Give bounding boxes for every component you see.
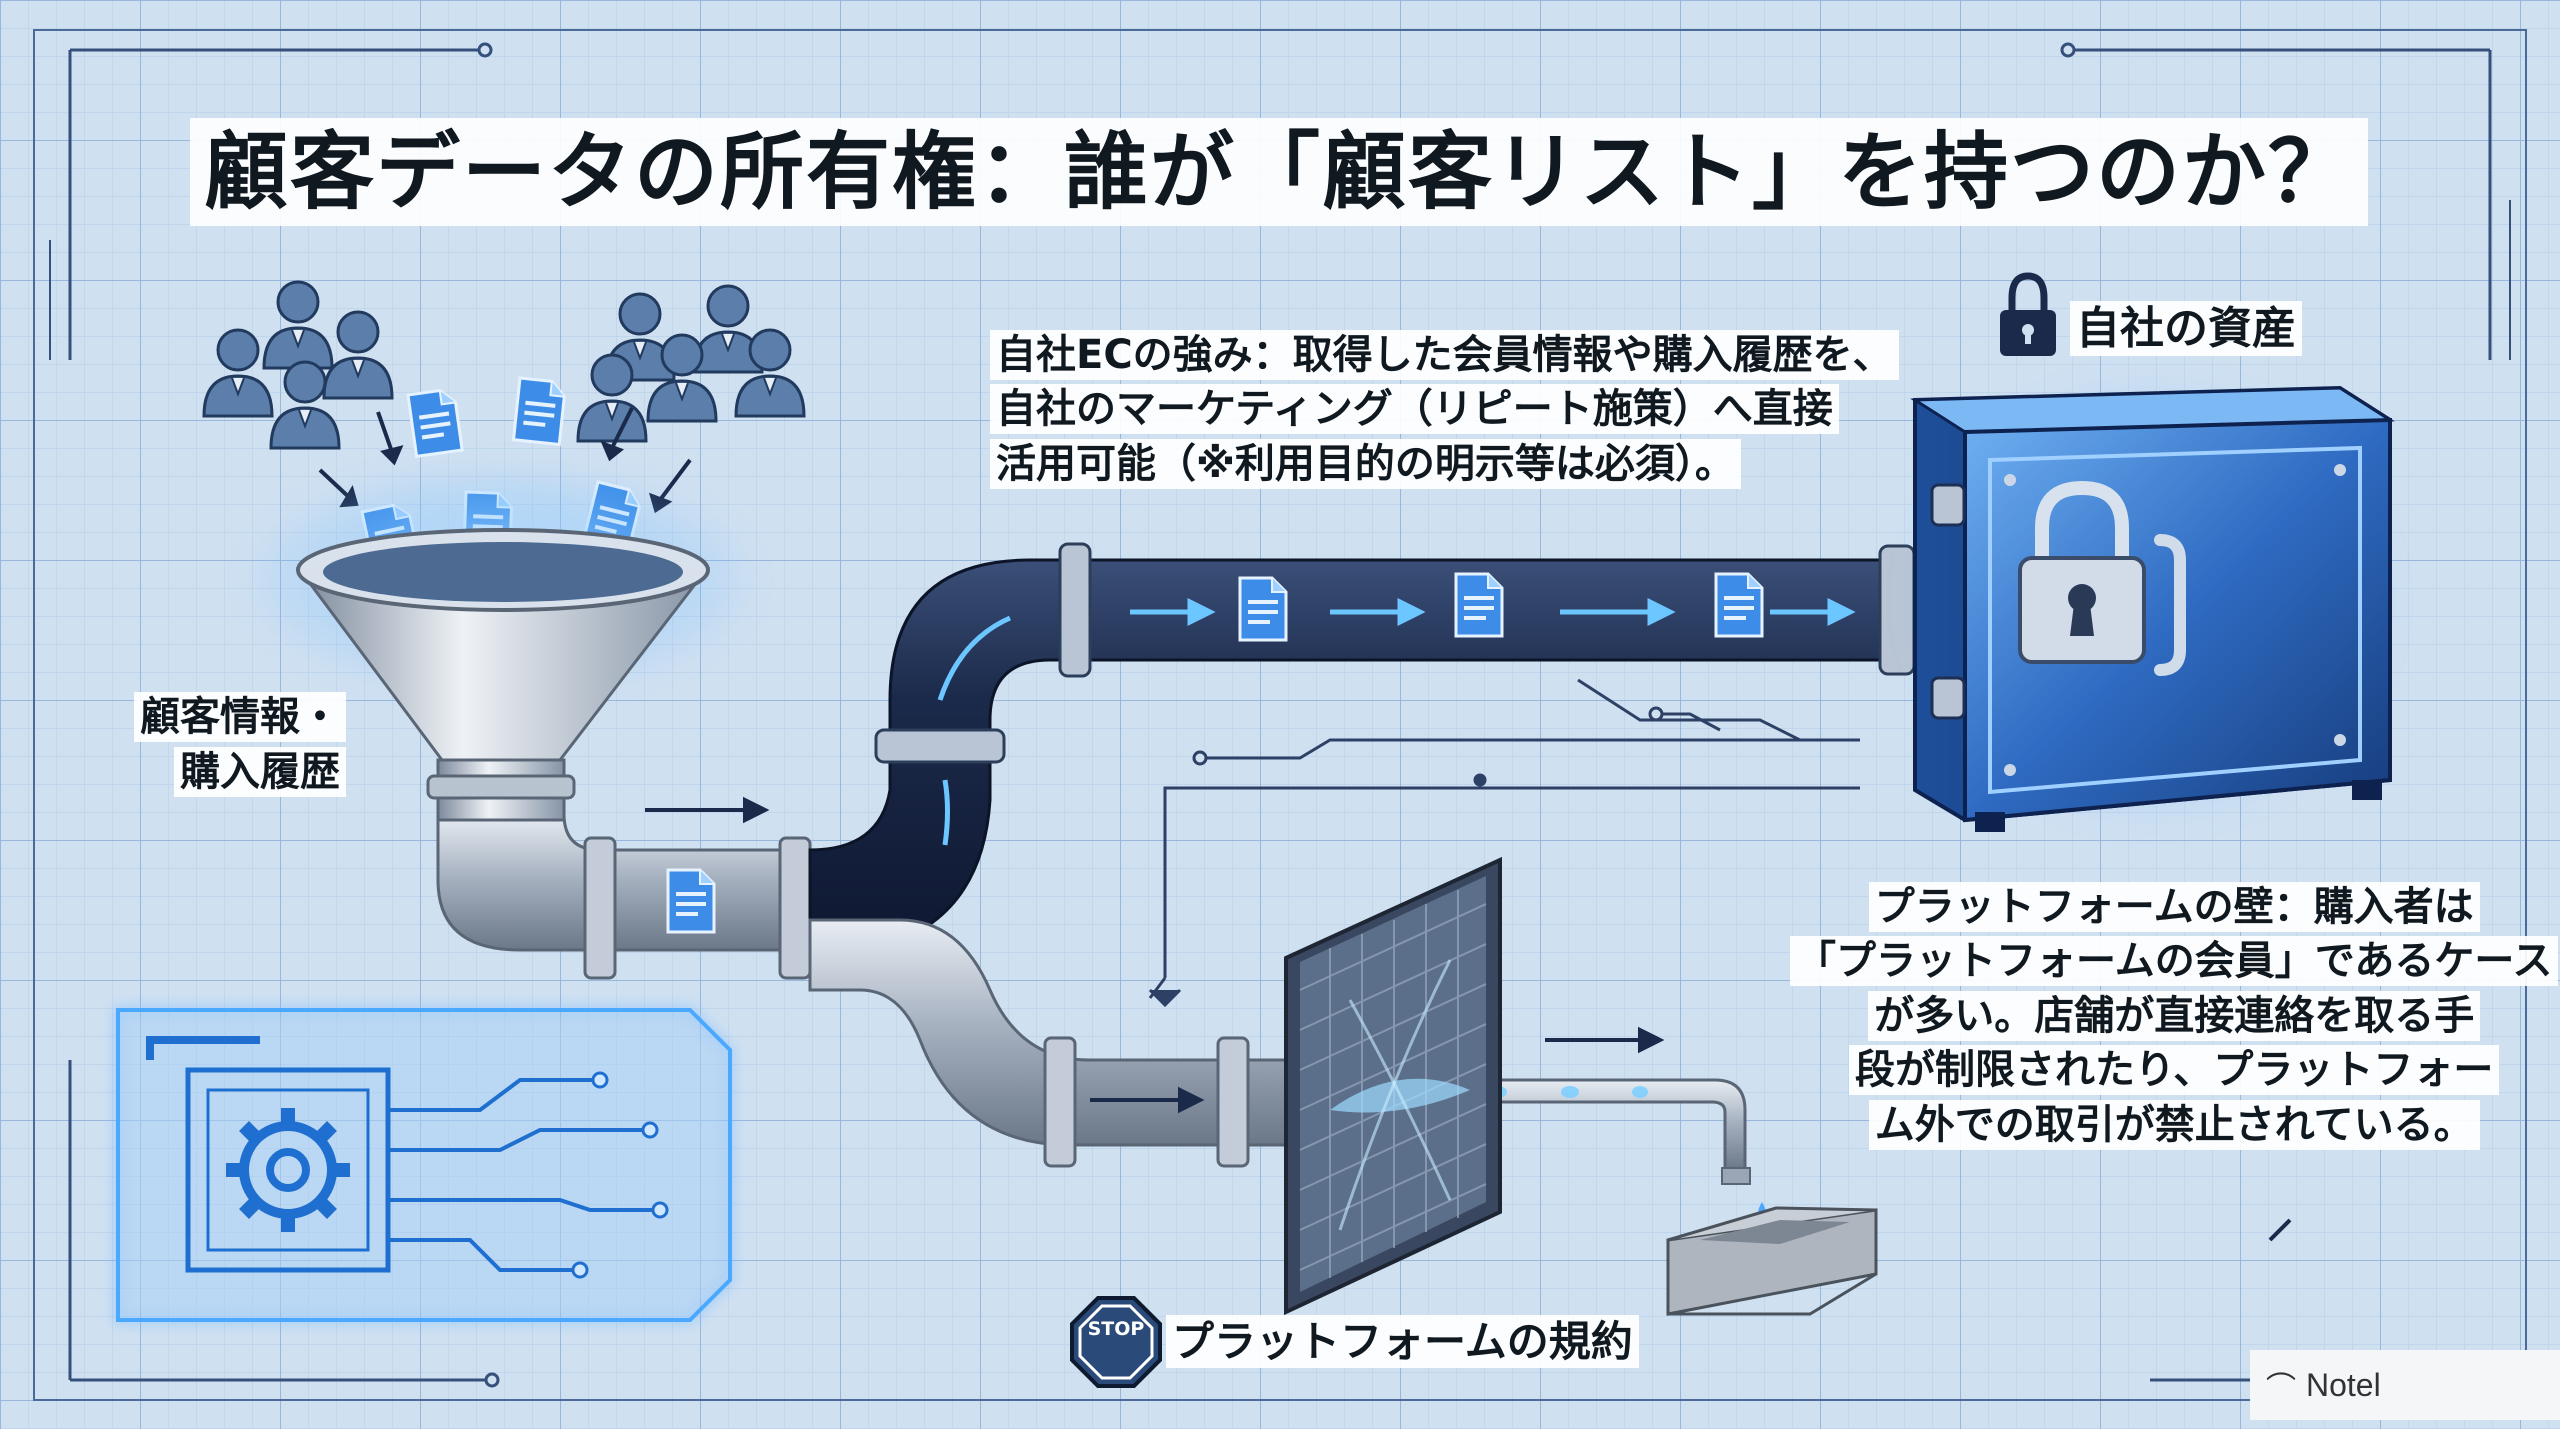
- pipe-icon: [808, 542, 1916, 957]
- funnel-icon: [295, 528, 711, 822]
- platform-wall-line-2: 「プラットフォームの会員」であるケース: [1790, 936, 2559, 987]
- stop-sign-icon: [1070, 1296, 1162, 1388]
- customer-info-label: 顧客情報・ 購入履歴: [134, 690, 346, 800]
- watermark-icon: ⌒: [2266, 1372, 2296, 1405]
- page-title: 顧客データの所有権：誰が「顧客リスト」を持つのか？: [190, 118, 2369, 227]
- pipe-icon: [808, 918, 1302, 1168]
- platform-wall-note: プラットフォームの壁：購入者は 「プラットフォームの会員」であるケース が多い。…: [1790, 880, 2559, 1152]
- flow-arrows: [645, 796, 1665, 1114]
- own-asset-label: 自社の資産: [2070, 292, 2302, 356]
- ec-strength-line-3: 活用可能（※利用目的の明示等は必須）。: [990, 438, 1741, 489]
- platform-wall-line-4: 段が制限されたり、プラットフォー: [1849, 1045, 2500, 1096]
- filter-mesh-icon: [1284, 856, 1502, 1316]
- pipe-icon: [436, 813, 822, 980]
- platform-wall-line-5: ム外での取引が禁止されている。: [1868, 1099, 2480, 1150]
- circuit-icon: [115, 1007, 733, 1323]
- ec-strength-note: 自社ECの強み：取得した会員情報や購入履歴を、 自社のマーケティング（リピート施…: [990, 328, 1899, 491]
- safe-icon: [1910, 385, 2395, 832]
- stop-sign-text: STOP: [1087, 1318, 1145, 1340]
- circuit-icon: [1148, 678, 1860, 1008]
- ec-strength-line-1: 自社ECの強み：取得した会員情報や購入履歴を、: [990, 330, 1899, 380]
- document-icon: [666, 868, 716, 934]
- platform-wall-line-1: プラットフォームの壁：購入者は: [1868, 882, 2480, 932]
- watermark-text: Notel: [2306, 1366, 2381, 1403]
- padlock-icon: [2018, 480, 2146, 664]
- customer-info-line-2: 購入履歴: [174, 747, 346, 798]
- flow-arrows: [937, 597, 1856, 846]
- padlock-icon: [2000, 272, 2056, 356]
- basin-icon: [1666, 1206, 1878, 1316]
- ec-strength-line-2: 自社のマーケティング（リピート施策）へ直接: [990, 384, 1839, 435]
- gear-icon: [226, 1108, 350, 1232]
- platform-terms-label: プラットフォームの規約: [1166, 1308, 1639, 1369]
- customer-info-line-1: 顧客情報・: [134, 692, 346, 742]
- platform-wall-line-3: が多い。店舗が直接連絡を取る手: [1868, 990, 2481, 1041]
- watermark: ⌒ Notel: [2250, 1350, 2560, 1420]
